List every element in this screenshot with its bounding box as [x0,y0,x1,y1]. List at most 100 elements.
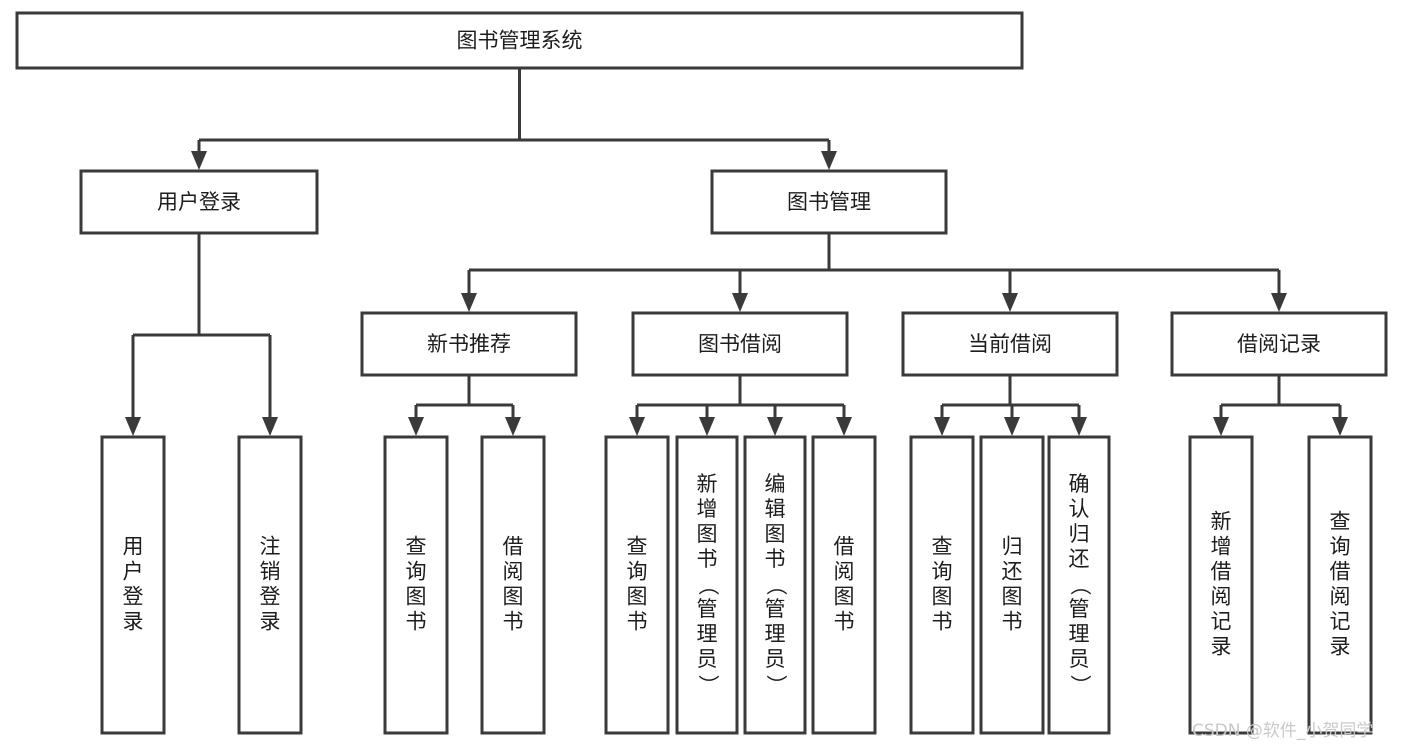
node-box-leaf-add-book[interactable] [675,435,739,735]
svg-text:录: 录 [1211,635,1232,659]
svg-text:借: 借 [1330,560,1351,584]
svg-text:阅: 阅 [503,560,524,584]
node-label-new-book-rec: 新书推荐 [427,332,511,356]
svg-text:还: 还 [1002,560,1023,584]
node-layer: 图书管理系统用户登录图书管理新书推荐图书借阅当前借阅借阅记录用户登录注销登录查询… [15,11,1388,735]
node-box-leaf-query-book-3[interactable] [909,435,975,735]
svg-text:注: 注 [260,535,281,559]
node-box-leaf-borrow-book-1[interactable] [480,435,546,735]
node-box-leaf-edit-book[interactable] [743,435,807,735]
svg-text:书: 书 [932,610,953,634]
svg-text:编: 编 [765,472,786,496]
node-label-root: 图书管理系统 [457,29,583,53]
node-leaf-user-login[interactable]: 用户登录 [100,435,166,735]
connector-group-current-borrow [934,375,1087,436]
node-box-leaf-logout[interactable] [237,435,303,735]
node-borrow-record[interactable]: 借阅记录 [1170,311,1388,377]
node-box-leaf-query-book-1[interactable] [383,435,449,735]
svg-text:记: 记 [1211,610,1232,634]
svg-text:）: ） [1068,675,1092,696]
node-box-leaf-query-book-2[interactable] [604,435,670,735]
node-box-leaf-user-login[interactable] [100,435,166,735]
node-box-current-borrow[interactable] [901,311,1119,377]
svg-text:图: 图 [503,585,524,609]
svg-text:书: 书 [1002,610,1023,634]
svg-text:询: 询 [406,560,427,584]
node-box-borrow-record[interactable] [1170,311,1388,377]
node-label-book-manage: 图书管理 [787,190,871,214]
node-label-user-login: 用户登录 [157,190,241,214]
node-current-borrow[interactable]: 当前借阅 [901,311,1119,377]
svg-text:管: 管 [1069,597,1090,621]
connector-group-book-borrow [629,375,852,436]
svg-text:查: 查 [932,535,953,559]
svg-text:用: 用 [123,535,144,559]
svg-text:查: 查 [1330,510,1351,534]
svg-text:辑: 辑 [765,497,786,521]
node-box-leaf-add-record[interactable] [1188,435,1254,735]
node-book-manage[interactable]: 图书管理 [710,169,948,235]
node-user-login[interactable]: 用户登录 [79,169,319,235]
svg-text:员: 员 [697,647,718,671]
svg-text:管: 管 [697,597,718,621]
svg-text:增: 增 [697,497,718,521]
connector-group-user-login [125,233,278,436]
svg-text:借: 借 [1211,560,1232,584]
node-box-root[interactable] [15,11,1024,70]
node-new-book-rec[interactable]: 新书推荐 [360,311,578,377]
svg-text:借: 借 [503,535,524,559]
svg-text:还: 还 [1069,547,1090,571]
svg-text:）: ） [764,675,788,696]
svg-text:书: 书 [406,610,427,634]
svg-text:认: 认 [1069,497,1090,521]
svg-text:登: 登 [260,585,281,609]
node-box-leaf-confirm-return[interactable] [1047,435,1111,735]
node-root[interactable]: 图书管理系统 [15,11,1024,70]
svg-text:图: 图 [697,522,718,546]
svg-text:阅: 阅 [1330,585,1351,609]
svg-text:新: 新 [1211,510,1232,534]
node-box-leaf-return-book[interactable] [979,435,1045,735]
node-label-current-borrow: 当前借阅 [968,332,1052,356]
svg-text:书: 书 [834,610,855,634]
node-box-leaf-borrow-book-2[interactable] [811,435,877,735]
node-box-book-borrow[interactable] [631,311,849,377]
svg-text:（: （ [696,575,720,596]
svg-text:确: 确 [1069,472,1090,496]
node-box-user-login[interactable] [79,169,319,235]
svg-text:阅: 阅 [834,560,855,584]
node-box-book-manage[interactable] [710,169,948,235]
node-box-new-book-rec[interactable] [360,311,578,377]
svg-text:登: 登 [123,585,144,609]
svg-text:查: 查 [406,535,427,559]
svg-text:（: （ [1068,575,1092,596]
svg-text:归: 归 [1069,522,1090,546]
svg-text:阅: 阅 [1211,585,1232,609]
svg-text:录: 录 [1330,635,1351,659]
node-book-borrow[interactable]: 图书借阅 [631,311,849,377]
connector-group-new-book-rec [408,375,521,436]
connector-group-borrow-record [1213,375,1348,436]
svg-text:书: 书 [627,610,648,634]
svg-text:借: 借 [834,535,855,559]
node-box-leaf-query-record[interactable] [1307,435,1373,735]
